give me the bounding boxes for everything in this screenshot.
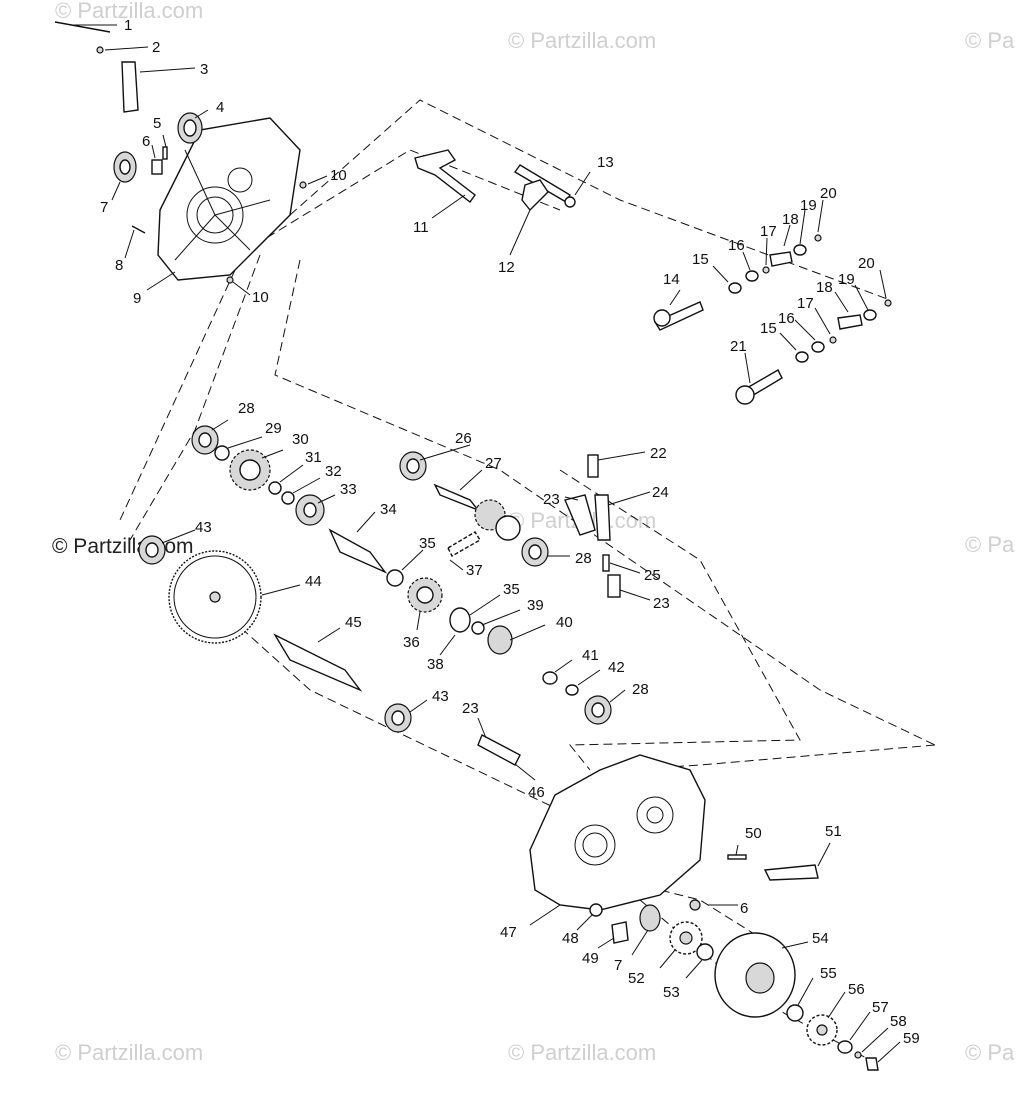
callout-18: 18 xyxy=(816,279,833,296)
callout-15: 15 xyxy=(760,320,777,337)
callout-16: 16 xyxy=(778,310,795,327)
callout-22: 22 xyxy=(650,445,667,462)
callout-29: 29 xyxy=(265,420,282,437)
callout-37: 37 xyxy=(466,562,483,579)
gear-train xyxy=(138,425,612,733)
callout-14: 14 xyxy=(663,271,680,288)
callout-42: 42 xyxy=(608,659,625,676)
callout-9: 9 xyxy=(133,290,141,307)
shift-forks xyxy=(414,149,576,212)
callout-50: 50 xyxy=(745,825,762,842)
callout-labels: 1 2 3 4 5 6 7 8 9 10 10 11 12 13 14 15 1… xyxy=(100,17,920,1047)
callout-34: 34 xyxy=(380,501,397,518)
callout-44: 44 xyxy=(305,573,322,590)
callout-13: 13 xyxy=(597,154,614,171)
callout-23: 23 xyxy=(462,700,479,717)
detent-parts xyxy=(477,454,621,766)
callout-8: 8 xyxy=(115,257,123,274)
callout-21: 21 xyxy=(730,338,747,355)
callout-45: 45 xyxy=(345,614,362,631)
watermark: © Pa xyxy=(965,28,1015,53)
callout-35: 35 xyxy=(503,581,520,598)
callout-39: 39 xyxy=(527,597,544,614)
callout-5: 5 xyxy=(153,115,161,132)
callout-25: 25 xyxy=(644,567,661,584)
fasteners-upper xyxy=(54,21,307,284)
callout-23: 23 xyxy=(653,595,670,612)
callout-23: 23 xyxy=(543,491,560,508)
callout-33: 33 xyxy=(340,481,357,498)
callout-56: 56 xyxy=(848,981,865,998)
callout-51: 51 xyxy=(825,823,842,840)
callout-27: 27 xyxy=(485,455,502,472)
callout-18: 18 xyxy=(782,211,799,228)
watermark: © Partzilla.com xyxy=(55,1040,203,1065)
callout-28: 28 xyxy=(238,400,255,417)
callout-59: 59 xyxy=(903,1030,920,1047)
callout-4: 4 xyxy=(216,99,224,116)
callout-43: 43 xyxy=(432,688,449,705)
callout-15: 15 xyxy=(692,251,709,268)
callout-17: 17 xyxy=(760,223,777,240)
callout-30: 30 xyxy=(292,431,309,448)
callout-1: 1 xyxy=(124,17,132,34)
watermark: © Partzilla.com xyxy=(55,0,203,23)
callout-10: 10 xyxy=(330,167,347,184)
callout-2: 2 xyxy=(152,39,160,56)
left-case-cover xyxy=(157,117,301,281)
callout-53: 53 xyxy=(663,984,680,1001)
callout-3: 3 xyxy=(200,61,208,78)
callout-6: 6 xyxy=(740,900,748,917)
callout-58: 58 xyxy=(890,1013,907,1030)
right-case-housing xyxy=(529,754,706,911)
callout-41: 41 xyxy=(582,647,599,664)
callout-19: 19 xyxy=(800,197,817,214)
watermark: © Partzilla.com xyxy=(508,28,656,53)
watermark: © Pa xyxy=(965,532,1015,557)
callout-20: 20 xyxy=(820,185,837,202)
callout-35: 35 xyxy=(419,535,436,552)
callout-28: 28 xyxy=(575,550,592,567)
callout-55: 55 xyxy=(820,965,837,982)
callout-49: 49 xyxy=(582,950,599,967)
callout-54: 54 xyxy=(812,930,829,947)
callout-20: 20 xyxy=(858,255,875,272)
callout-26: 26 xyxy=(455,430,472,447)
callout-11: 11 xyxy=(413,219,429,236)
callout-48: 48 xyxy=(562,930,579,947)
callout-10: 10 xyxy=(252,289,269,306)
callout-24: 24 xyxy=(652,484,669,501)
callout-6: 6 xyxy=(142,133,150,150)
callout-17: 17 xyxy=(797,295,814,312)
callout-32: 32 xyxy=(325,463,342,480)
callout-12: 12 xyxy=(498,259,515,276)
callout-36: 36 xyxy=(403,634,420,651)
callout-19: 19 xyxy=(838,271,855,288)
watermark-layer: © Partzilla.com © Partzilla.com © Pa © P… xyxy=(55,0,1015,1065)
watermark: © Pa xyxy=(965,1040,1015,1065)
callout-47: 47 xyxy=(500,924,517,941)
callout-43: 43 xyxy=(195,519,212,536)
callout-57: 57 xyxy=(872,999,889,1016)
watermark: © Partzilla.com xyxy=(508,1040,656,1065)
leader-lines xyxy=(72,24,901,1063)
callout-52: 52 xyxy=(628,970,645,987)
callout-40: 40 xyxy=(556,614,573,631)
callout-7: 7 xyxy=(100,199,108,216)
shift-shafts xyxy=(653,234,892,405)
callout-16: 16 xyxy=(728,237,745,254)
callout-31: 31 xyxy=(305,449,322,466)
output-parts xyxy=(589,854,879,1071)
callout-38: 38 xyxy=(427,656,444,673)
callout-46: 46 xyxy=(528,784,545,801)
callout-28: 28 xyxy=(632,681,649,698)
callout-7: 7 xyxy=(614,957,622,974)
